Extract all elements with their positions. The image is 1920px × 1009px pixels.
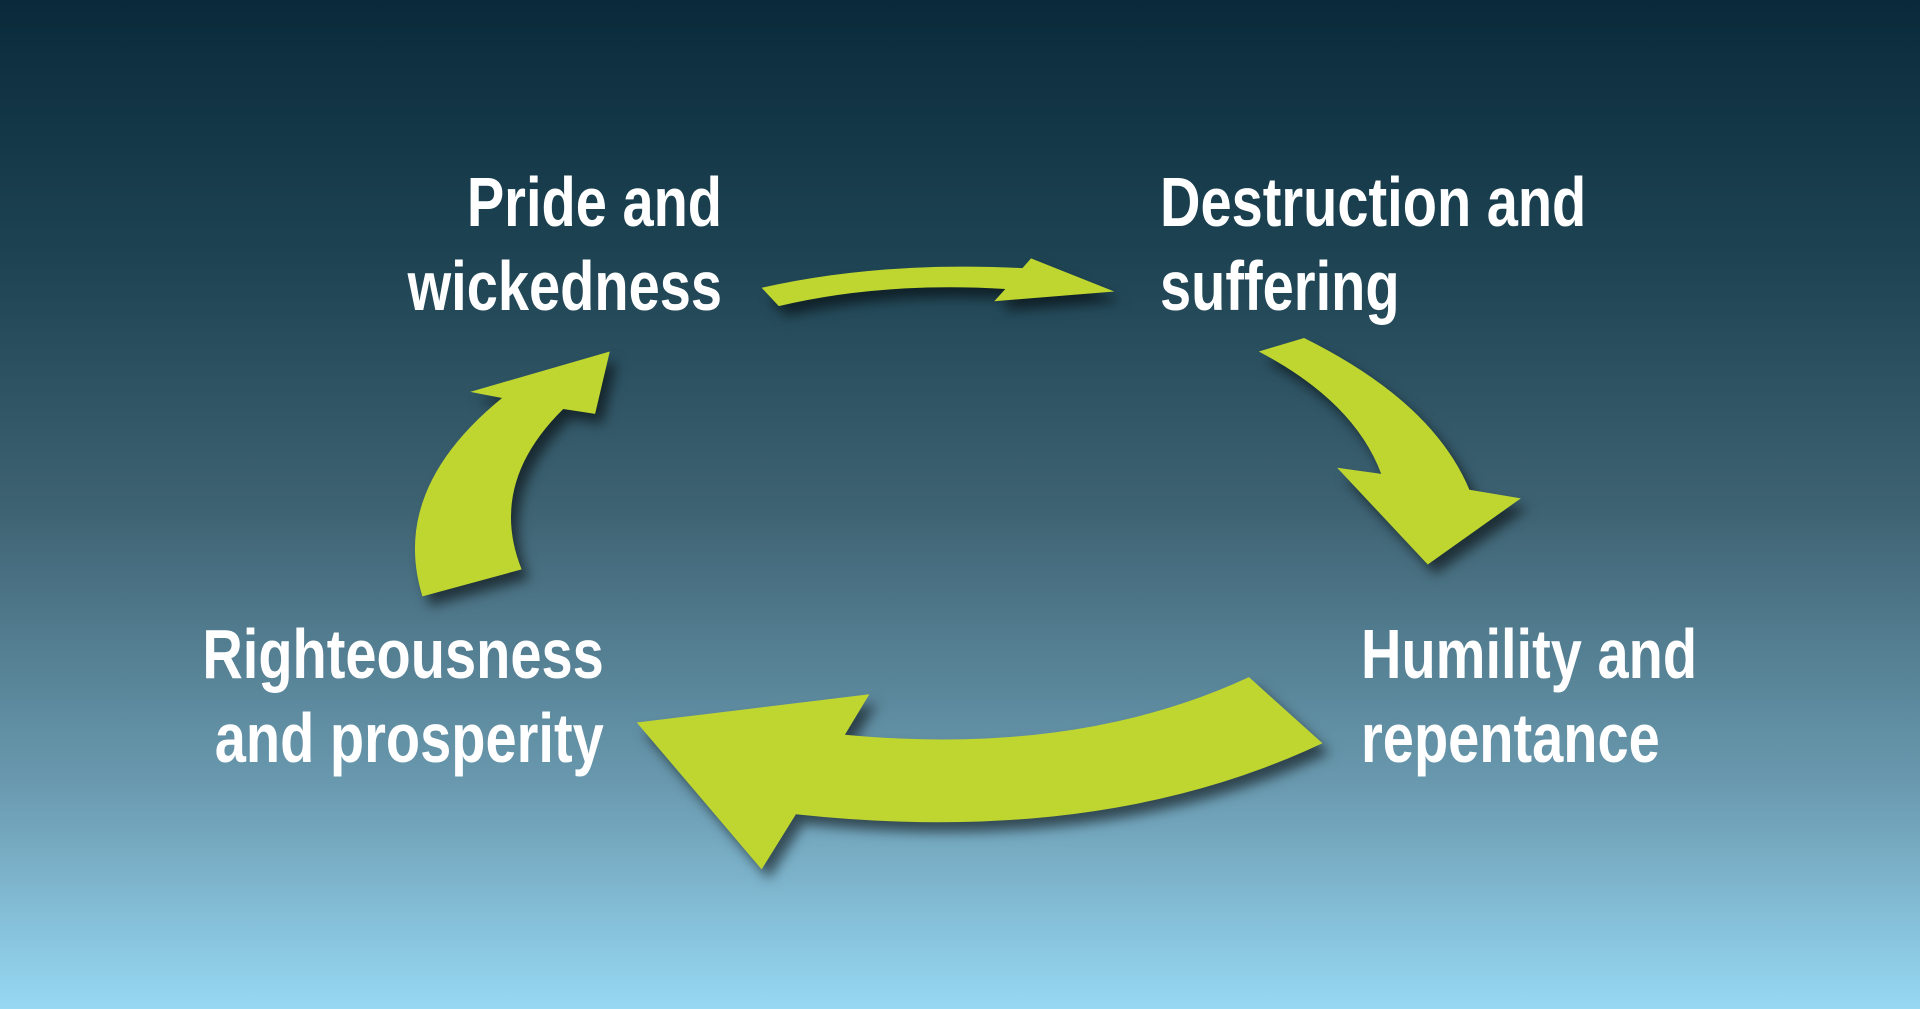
arrow-destruction-to-humility [1258, 337, 1521, 565]
arrow-humility-to-righteousness [636, 677, 1323, 870]
stage-righteousness-and-prosperity: Righteousness and prosperity [203, 612, 604, 780]
stage-line: and prosperity [215, 699, 604, 777]
stage-line: wickedness [407, 247, 722, 325]
stage-humility-and-repentance: Humility and repentance [1361, 612, 1697, 780]
stage-line: Righteousness [202, 615, 604, 693]
arrow-pride-to-destruction [761, 258, 1115, 307]
stage-destruction-and-suffering: Destruction and suffering [1160, 160, 1586, 328]
stage-line: repentance [1361, 699, 1660, 777]
stage-pride-and-wickedness: Pride and wickedness [408, 160, 722, 328]
arrow-righteousness-to-pride [414, 351, 610, 597]
stage-line: Destruction and [1160, 163, 1587, 241]
stage-line: Pride and [466, 163, 722, 241]
stage-line: suffering [1160, 247, 1400, 325]
stage-line: Humility and [1361, 615, 1698, 693]
